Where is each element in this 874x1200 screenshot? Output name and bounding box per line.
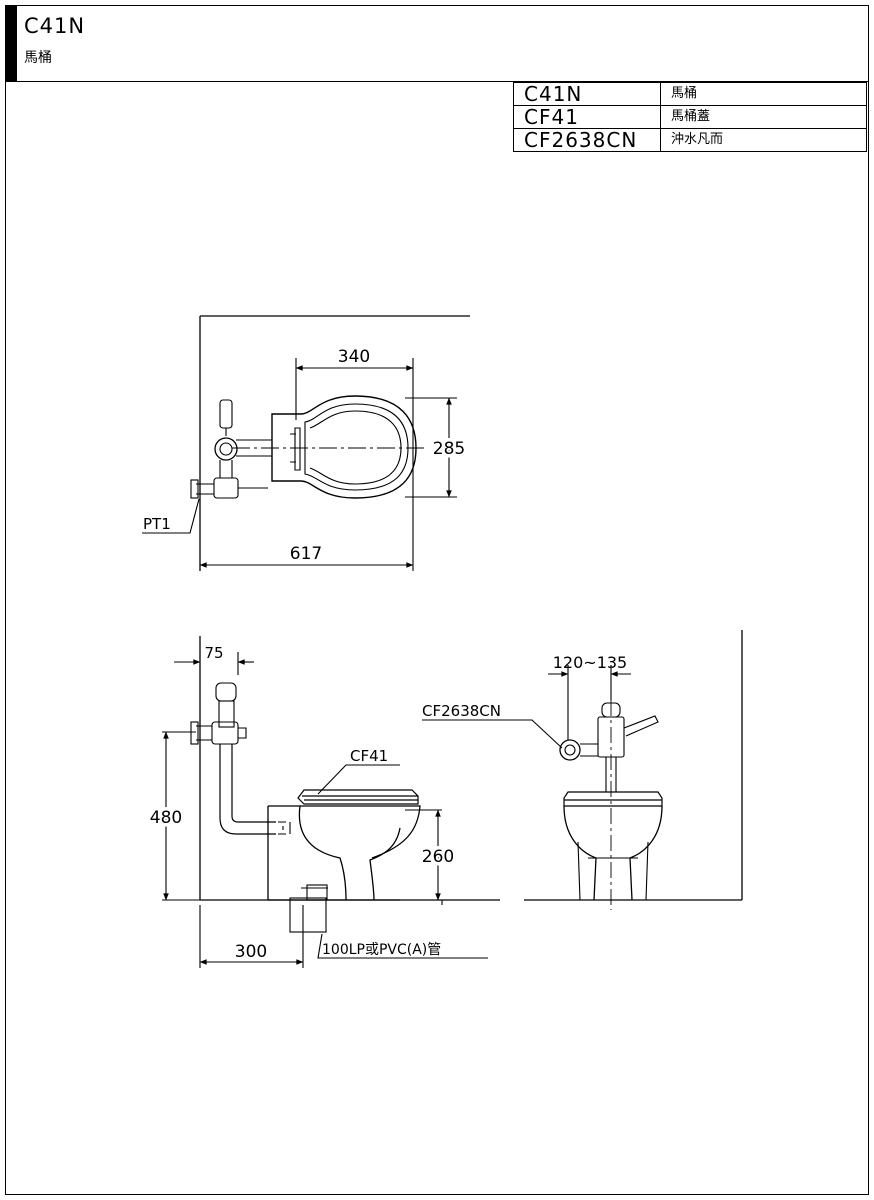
dim-width: 340	[338, 347, 370, 367]
part-desc: 馬桶蓋	[660, 105, 867, 129]
extension-lines	[162, 652, 443, 968]
toilet-seat	[563, 791, 663, 807]
seat-inner	[309, 410, 402, 485]
extension-lines	[567, 665, 612, 740]
parts-row: CF41 馬桶蓋	[513, 105, 867, 129]
plan-view	[142, 315, 470, 571]
side-view	[162, 636, 500, 968]
valve-cap	[215, 682, 237, 702]
valve-body	[597, 716, 625, 758]
parts-row: CF2638CN 沖水凡而	[513, 128, 867, 152]
dim-rough-in: 300	[235, 942, 267, 962]
flush-pipe	[605, 757, 617, 792]
parts-table: C41N 馬桶 CF41 馬桶蓋 CF2638CN 沖水凡而	[513, 82, 867, 152]
toilet-seat	[297, 789, 419, 805]
valve-drop	[219, 460, 233, 478]
part-code: CF41	[513, 105, 661, 129]
dim-range: 120~135	[553, 653, 627, 672]
front-view	[422, 630, 743, 910]
wall-line	[524, 630, 743, 901]
label-seat: CF41	[350, 747, 388, 765]
seat-leader	[317, 764, 400, 795]
model-number: C41N	[24, 14, 86, 38]
part-desc: 沖水凡而	[660, 128, 867, 152]
valve-inlet	[196, 725, 247, 741]
flush-pipe	[236, 439, 272, 457]
valve-connector	[580, 743, 598, 757]
drain-outlet	[306, 884, 328, 901]
supply-elbow	[196, 483, 268, 495]
pedestal	[577, 841, 649, 901]
dim-total: 617	[290, 544, 322, 564]
dim-offset: 75	[204, 644, 223, 662]
wall-line	[199, 315, 470, 571]
drain-stub	[289, 897, 327, 933]
dim-height: 480	[150, 808, 182, 828]
product-name: 馬桶	[24, 50, 52, 66]
label-pipe: 100LP或PVC(A)管	[322, 942, 441, 958]
stop-valve	[559, 739, 581, 761]
title-block	[5, 5, 869, 82]
inlet-marks	[278, 821, 291, 835]
wall-flange	[190, 721, 199, 745]
wall-line	[199, 636, 500, 901]
pt1-leader	[142, 498, 200, 534]
seat-rim	[304, 403, 409, 491]
drawing-frame	[5, 5, 869, 1195]
part-code: CF2638CN	[513, 128, 661, 152]
stop-valve	[213, 477, 239, 499]
wall-flange	[190, 479, 199, 499]
dim-seat-height: 260	[422, 847, 454, 867]
valve-body	[214, 437, 238, 461]
dim-depth: 285	[433, 439, 465, 459]
valve-top	[219, 399, 233, 429]
valve-inner	[219, 442, 233, 456]
flush-pipe	[219, 744, 276, 835]
toilet-body	[267, 805, 401, 901]
label-pt1: PT1	[143, 515, 171, 533]
valve-housing	[211, 721, 239, 745]
bowl-front	[300, 805, 421, 859]
label-valve: CF2638CN	[422, 702, 501, 720]
stop-valve-inner	[564, 744, 576, 756]
title-accent-bar	[6, 6, 17, 81]
valve-body	[218, 700, 235, 728]
seat-hinge	[290, 427, 301, 471]
part-code: C41N	[513, 82, 661, 106]
valve-handle	[623, 715, 659, 737]
pipe-leader	[317, 933, 488, 959]
extension-lines	[295, 358, 457, 571]
valve-leader	[422, 719, 563, 749]
